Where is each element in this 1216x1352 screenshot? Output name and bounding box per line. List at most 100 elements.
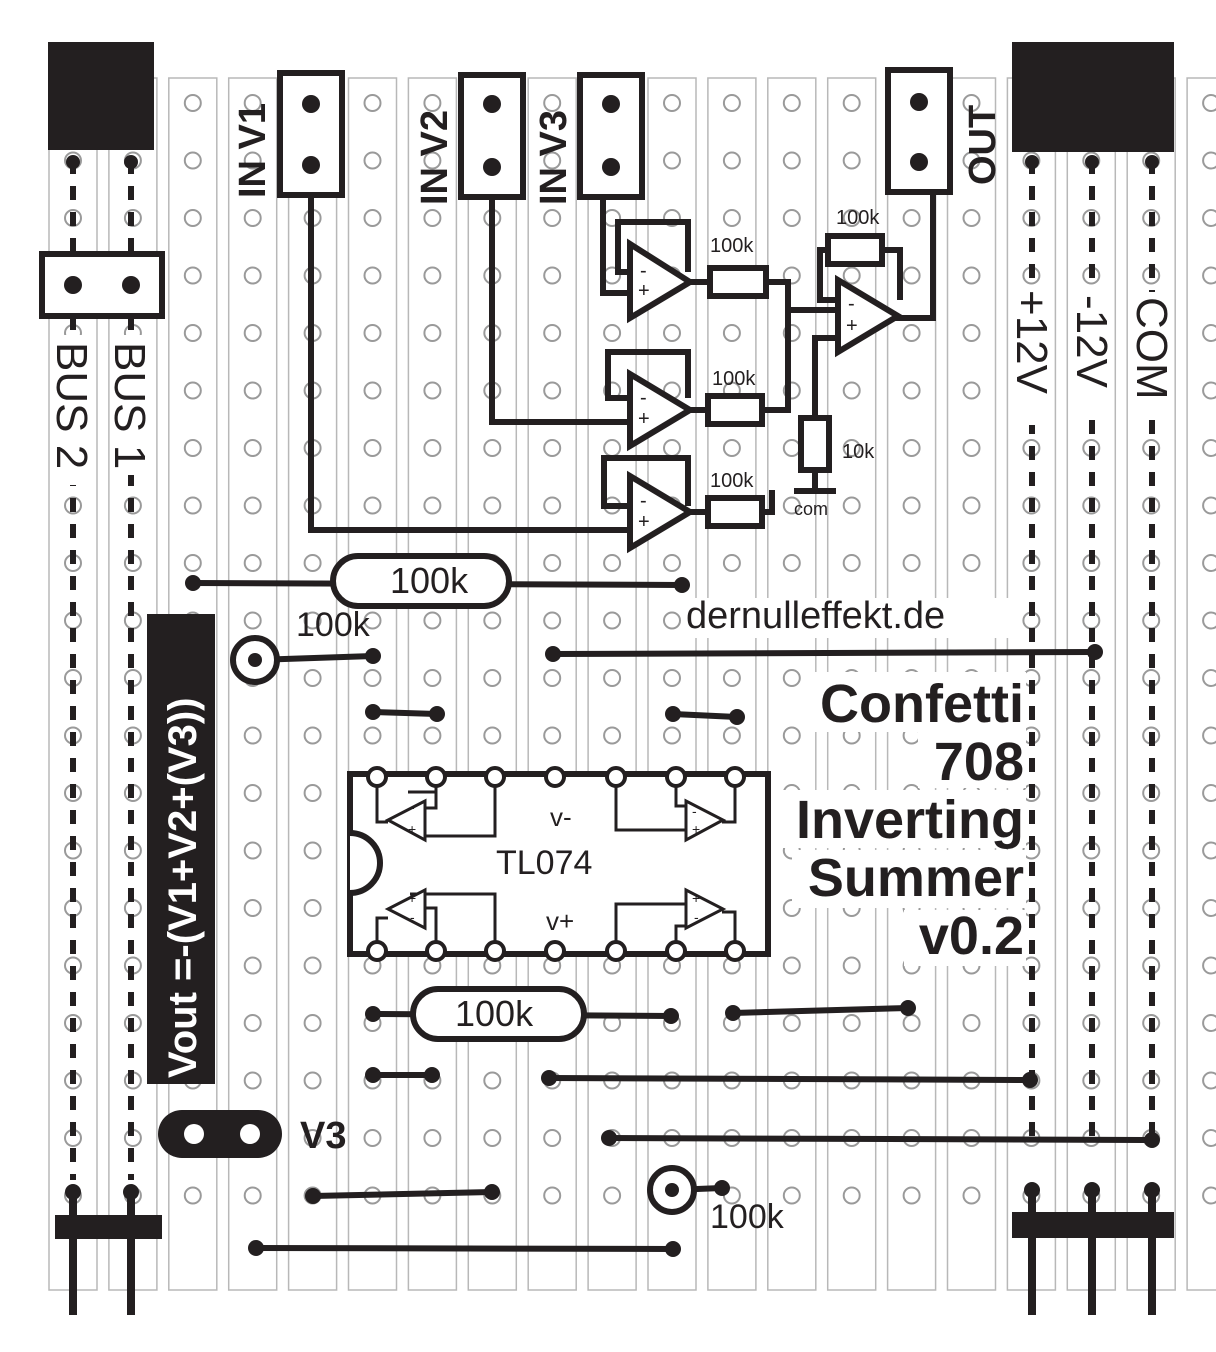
ic-v-plus: v+ bbox=[546, 906, 574, 936]
board-hole bbox=[243, 496, 262, 515]
board-hole bbox=[543, 151, 562, 170]
board-hole bbox=[303, 1014, 322, 1032]
opamp3-plus: + bbox=[638, 511, 650, 533]
board-hole bbox=[902, 209, 921, 227]
copper-strip bbox=[527, 77, 577, 1291]
board-hole bbox=[1202, 726, 1216, 745]
jack-in-v3 bbox=[577, 72, 645, 200]
ic-pin bbox=[544, 766, 566, 788]
board-hole bbox=[663, 669, 681, 687]
board-hole bbox=[1082, 899, 1101, 917]
label-pos-12v: +12V bbox=[1007, 290, 1056, 395]
board-hole bbox=[543, 1186, 562, 1205]
board-hole bbox=[603, 439, 622, 457]
board-hole bbox=[842, 956, 861, 975]
jack-in-v1 bbox=[277, 70, 345, 198]
board-hole bbox=[842, 496, 861, 515]
schematic-resistors bbox=[705, 233, 885, 529]
board-hole bbox=[243, 94, 262, 112]
website-background bbox=[684, 598, 1018, 638]
board-hole bbox=[303, 784, 322, 802]
board-hole bbox=[423, 726, 442, 745]
board-hole bbox=[603, 554, 622, 572]
board-hole bbox=[483, 611, 502, 630]
board-hole bbox=[363, 266, 382, 285]
board-hole bbox=[423, 266, 442, 285]
board-hole bbox=[663, 439, 681, 457]
board-hole bbox=[603, 669, 622, 687]
ic-opamp4-plus: + bbox=[692, 890, 700, 906]
board-hole bbox=[243, 726, 262, 745]
board-hole bbox=[1202, 94, 1216, 112]
opamp1-plus: + bbox=[638, 280, 650, 302]
label-in-v2: IN V2 bbox=[414, 110, 456, 205]
board-hole bbox=[663, 726, 681, 745]
ic-opamp4-minus: - bbox=[694, 909, 699, 925]
standing-resistor-top-value: 100k bbox=[296, 606, 371, 644]
formula-background bbox=[147, 614, 215, 1084]
board-hole bbox=[183, 266, 202, 285]
board-hole bbox=[483, 726, 502, 745]
board-hole bbox=[782, 956, 801, 975]
copper-strip bbox=[227, 77, 278, 1291]
board-hole bbox=[483, 496, 502, 515]
ic-opamp2-plus: + bbox=[692, 821, 700, 837]
board-hole bbox=[543, 669, 562, 687]
board-hole bbox=[423, 94, 442, 112]
bus-jumper-connector bbox=[39, 251, 165, 319]
board-hole bbox=[722, 209, 741, 227]
ic-pin bbox=[484, 766, 506, 788]
label-com: COM bbox=[1127, 297, 1176, 400]
board-hole bbox=[243, 324, 262, 342]
board-hole bbox=[243, 1186, 262, 1205]
bus-label-backgrounds bbox=[52, 285, 1174, 485]
board-hole bbox=[183, 554, 202, 572]
standing-resistor-bottom-value: 100k bbox=[710, 1198, 785, 1236]
label-bus-1: BUS 1 bbox=[105, 342, 154, 469]
ic-opamp-symbols bbox=[384, 798, 727, 931]
board-hole bbox=[902, 381, 921, 400]
board-hole bbox=[1202, 956, 1216, 975]
board-hole bbox=[962, 1186, 981, 1205]
board-hole bbox=[363, 381, 382, 400]
board-hole bbox=[483, 669, 502, 687]
board-hole bbox=[902, 439, 921, 457]
board-hole bbox=[543, 266, 562, 285]
resistor-bottom bbox=[365, 986, 679, 1042]
resistor-top bbox=[185, 553, 690, 609]
board-hole bbox=[782, 209, 801, 227]
board-hole bbox=[962, 209, 981, 227]
board-hole bbox=[363, 209, 382, 227]
power-header-top bbox=[1012, 42, 1174, 152]
schematic-wiring bbox=[308, 192, 936, 533]
board-hole bbox=[1202, 554, 1216, 572]
copper-strip bbox=[407, 77, 458, 1291]
opamp2-minus: - bbox=[640, 387, 647, 409]
ic-opamp3-minus: - bbox=[410, 909, 415, 925]
board-hole bbox=[1202, 669, 1216, 687]
board-hole bbox=[543, 324, 562, 342]
schematic-r1-value: 100k bbox=[710, 235, 754, 257]
board-hole bbox=[483, 439, 502, 457]
board-hole bbox=[842, 151, 861, 170]
board-hole bbox=[842, 209, 861, 227]
board-hole bbox=[543, 726, 562, 745]
jack-in-v2 bbox=[458, 72, 526, 200]
bus-header-top bbox=[48, 42, 154, 150]
wire-links bbox=[252, 649, 1155, 1252]
board-hole bbox=[243, 439, 262, 457]
board-hole bbox=[183, 1186, 202, 1205]
board-hole bbox=[1202, 841, 1216, 860]
ic-pin bbox=[724, 940, 746, 962]
board-hole bbox=[243, 266, 262, 285]
board-hole bbox=[243, 841, 262, 860]
resistor-bottom-value: 100k bbox=[455, 993, 534, 1034]
board-hole bbox=[902, 554, 921, 572]
board-hole bbox=[1202, 1186, 1216, 1205]
label-v3: V3 bbox=[300, 1115, 346, 1157]
board-hole bbox=[303, 726, 322, 745]
board-hole bbox=[842, 1014, 861, 1032]
board-hole bbox=[962, 324, 981, 342]
board-hole bbox=[902, 324, 921, 342]
